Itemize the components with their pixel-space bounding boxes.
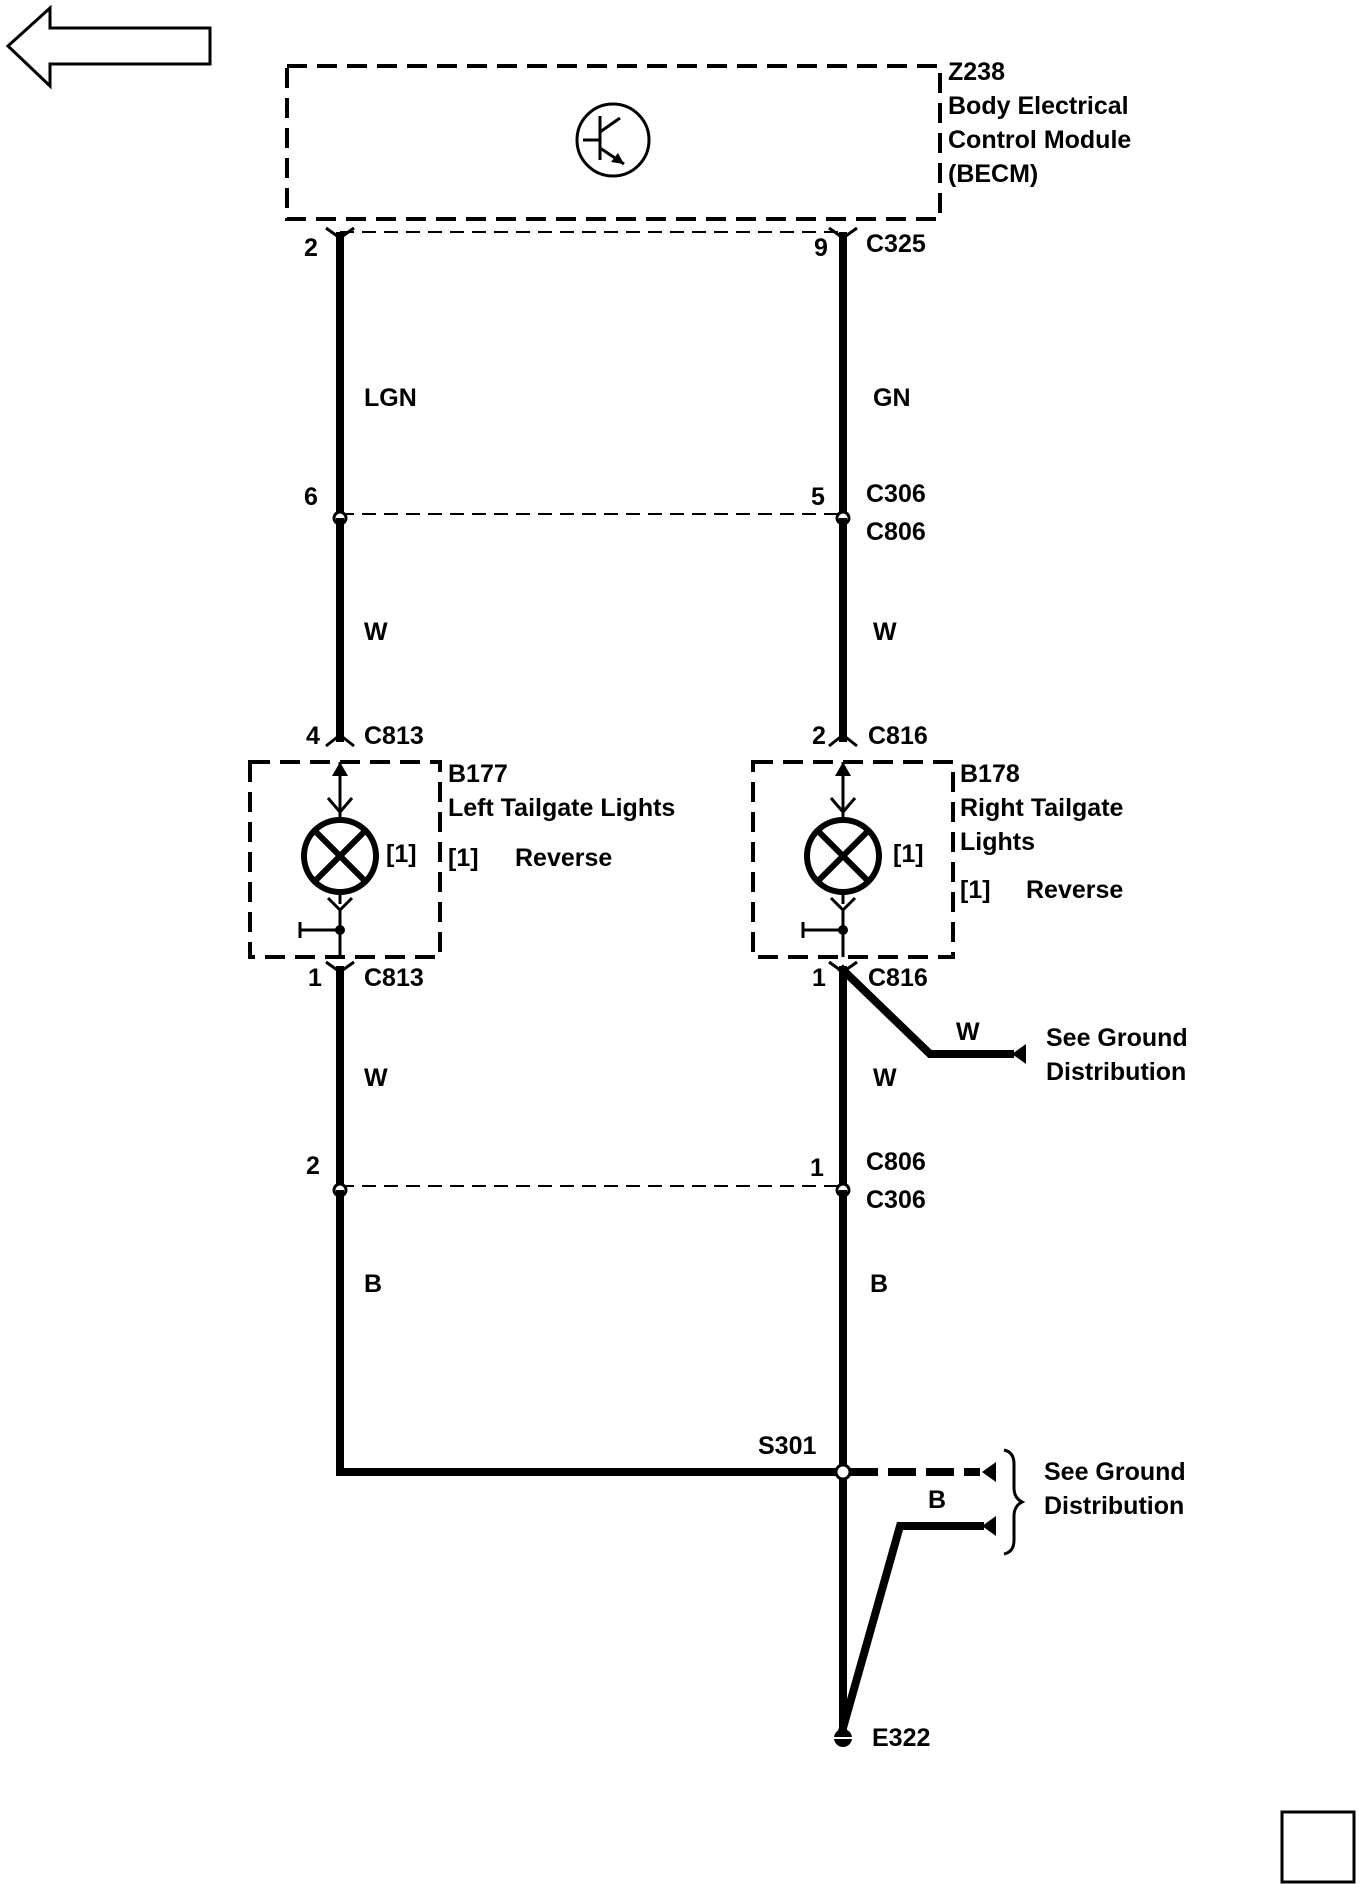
pin-left-c306: 6 [304,483,318,511]
pin-right-c306: 5 [811,483,825,511]
right-light-name-line1: Right Tailgate [960,794,1124,822]
connector-c816-bot: C816 [868,964,928,992]
right-lamp-pin-ref: [1] [893,840,924,868]
connector-c806-top: C806 [866,518,926,546]
left-light-box [248,760,442,959]
module-name-line3: (BECM) [948,160,1038,188]
left-legend-ref: [1] [448,844,479,872]
right-light-id: B178 [960,760,1020,788]
module-name-line1: Body Electrical [948,92,1129,120]
wire-color-right-bottom: B [870,1270,888,1298]
pin-right-c816-bot: 1 [812,964,826,992]
wire-color-branch: W [956,1018,980,1046]
wire-color-left-top: LGN [364,384,417,412]
wire-color-left-low: W [364,1064,388,1092]
ground-ref-2-brace [1003,1448,1026,1556]
wire-color-right-low: W [873,1064,897,1092]
wire-right-branch [837,964,1014,1058]
connector-c325: C325 [866,230,926,258]
wire-color-left-bottom: B [364,1270,382,1298]
ground-ref-1-line2[interactable]: Distribution [1046,1058,1186,1086]
connector-c816-top: C816 [868,722,928,750]
ground-ref-2-line1[interactable]: See Ground [1044,1458,1186,1486]
pin-left-c813-bot: 1 [308,964,322,992]
pin-left-c806-bot: 2 [306,1152,320,1180]
ground-icon [833,1729,853,1747]
left-c813-top-pin [325,733,355,748]
ground-ref-1-arrow [1012,1044,1026,1064]
connector-c306-bot: C306 [866,1186,926,1214]
page-corner-box[interactable] [1280,1810,1356,1884]
lamp-icon [804,817,882,895]
wire-ground-branch [838,1522,984,1733]
pin-left-c813-top: 4 [306,722,320,750]
ground-ref-2-line2[interactable]: Distribution [1044,1492,1184,1520]
wire-left-bottom [336,1190,847,1476]
pin-left-becm: 2 [304,234,318,262]
wire-color-ground-branch: B [928,1486,946,1514]
module-id: Z238 [948,58,1005,86]
splice-s301-dot [834,1463,852,1481]
connector-c806-bot: C806 [866,1148,926,1176]
pin-right-c806-bot: 1 [810,1154,824,1182]
becm-module-box [285,64,942,221]
right-light-box [751,760,955,959]
right-c816-top-pin [828,733,858,748]
right-legend-ref: [1] [960,876,991,904]
right-light-name-line2: Lights [960,828,1035,856]
ground-ref-1-line1[interactable]: See Ground [1046,1024,1188,1052]
left-legend-text: Reverse [515,844,612,872]
transistor-icon [575,102,651,178]
module-name-line2: Control Module [948,126,1131,154]
right-lamp-internal [801,762,857,957]
wire-color-right-mid: W [873,618,897,646]
ground-ref-2-arrow-top [982,1462,996,1482]
splice-s301: S301 [758,1432,816,1460]
lamp-icon [301,817,379,895]
left-light-name: Left Tailgate Lights [448,794,675,822]
left-light-id: B177 [448,760,508,788]
wire-color-left-mid: W [364,618,388,646]
left-lamp-internal [298,762,354,957]
right-legend-text: Reverse [1026,876,1123,904]
wire-color-right-top: GN [873,384,911,412]
back-arrow-icon[interactable] [5,4,212,90]
pin-right-becm: 9 [814,234,828,262]
ground-ref-2-arrow-bot [982,1516,996,1536]
connector-c813-top: C813 [364,722,424,750]
left-lamp-pin-ref: [1] [386,840,417,868]
pin-right-c816-top: 2 [812,722,826,750]
ground-point-e322: E322 [872,1724,930,1752]
connector-c306-top: C306 [866,480,926,508]
connector-c813-bot: C813 [364,964,424,992]
